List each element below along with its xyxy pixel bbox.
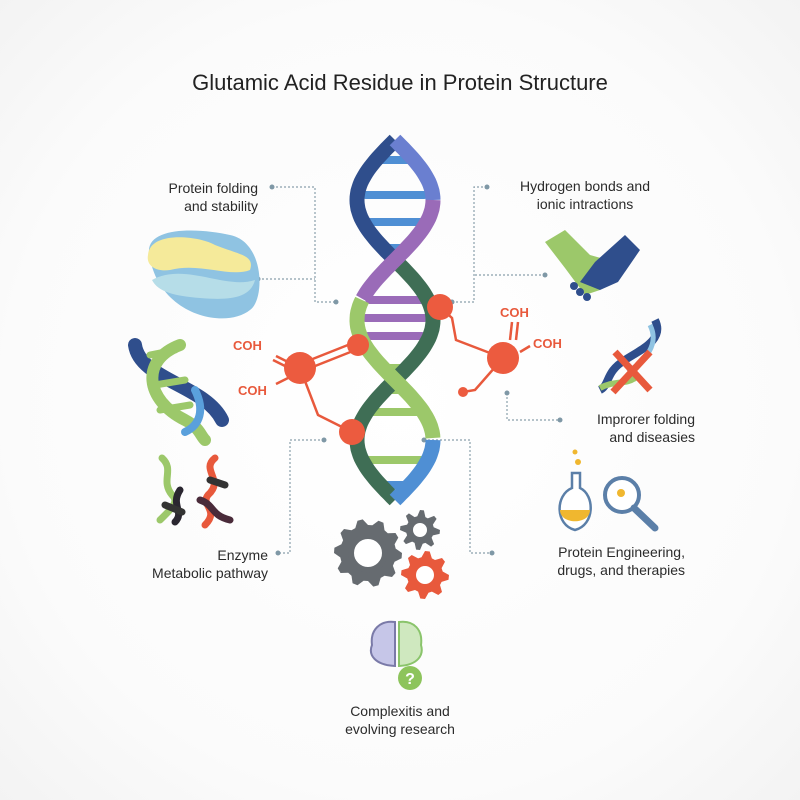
protein-ribbon-icon [128,338,229,446]
label-protein-folding: Protein folding and stability [140,179,258,215]
helix-strand [356,199,441,303]
helix-rung [368,408,422,416]
label-line: Hydrogen bonds and [520,178,650,194]
label-engineering: Protein Engineering, drugs, and therapie… [535,543,685,579]
helix-rung [363,332,427,340]
gears-icon [334,510,449,599]
coh-label: COH [233,338,262,353]
helix-strand [389,439,441,506]
helix-rung [361,314,429,322]
dna-helix-icon [349,134,441,506]
label-line: drugs, and therapies [557,562,685,578]
label-line: and diseasies [609,429,695,445]
coh-label: COH [533,336,562,351]
helix-strand [389,134,441,201]
helix-strand [389,254,441,386]
flask-magnifier-icon [558,449,659,532]
protein-blob-icon [147,230,260,319]
brain-icon: ? [370,620,423,690]
gear-hole [410,520,430,540]
handshake-icon [545,230,640,301]
helix-rung [365,296,425,304]
helix-rung [361,191,429,199]
label-line: evolving research [345,721,455,737]
gear-hole [348,533,388,573]
question-icon: ? [405,671,415,688]
helix-rung [366,218,424,226]
connector-dots [255,184,563,556]
helix-strand [349,296,441,439]
label-line: Enzyme [217,547,268,563]
page-title: Glutamic Acid Residue in Protein Structu… [192,70,608,95]
label-line: Protein Engineering, [558,544,685,560]
label-line: ionic intractions [536,196,634,212]
glutamic-acid-molecule: COH COH COH COH [233,294,562,445]
label-line: Metabolic pathway [152,565,268,581]
connector-lines [258,186,560,554]
coh-label: COH [238,383,267,398]
label-line: Protein folding [168,180,258,196]
helix-strand [349,134,401,266]
label-hydrogen-bonds: Hydrogen bonds and ionic intractions [505,177,665,213]
label-improper-folding: Improrer folding and diseasies [565,410,695,446]
enzyme-ribbons-icon [156,454,234,529]
label-complexity: Complexitis and evolving research [320,702,480,738]
misfolded-protein-icon [597,318,662,395]
gear-hole [412,562,438,588]
label-enzyme: Enzyme Metabolic pathway [130,546,268,582]
helix-rung [365,456,425,464]
coh-label: COH [500,305,529,320]
label-line: Complexitis and [350,703,450,719]
label-line: and stability [184,198,258,214]
label-line: Improrer folding [596,411,695,427]
